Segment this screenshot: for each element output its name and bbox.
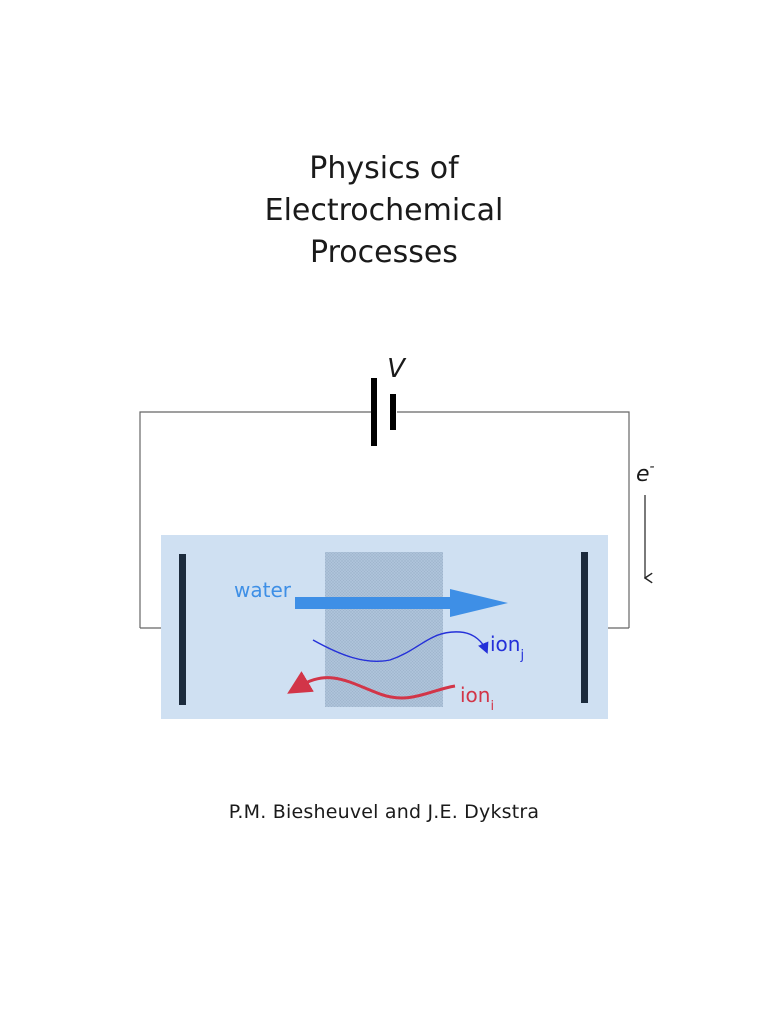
right-electrode [581,552,588,703]
title-line-3: Processes [310,235,458,270]
ion-i-path [287,671,456,700]
voltage-label: V [387,354,407,384]
membrane [325,552,443,707]
ion-j-label: ionj [490,632,524,663]
electrochemical-cell-diagram: V e- water ionj ioni [139,354,655,719]
book-title: Physics of Electrochemical Processes [0,148,768,274]
left-electrode [179,554,186,705]
electron-label: e- [636,459,655,487]
ion-i-label: ioni [460,683,494,714]
water-arrow-shaft [295,597,453,609]
water-arrow-head [450,589,508,617]
authors: P.M. Biesheuvel and J.E. Dykstra [228,801,540,823]
water-label: water [234,578,292,602]
title-line-1: Physics of [309,151,459,186]
circuit-wire [139,411,630,628]
ion-j-path [312,631,489,662]
battery-short-plate [390,394,396,430]
battery-long-plate [371,378,377,446]
title-line-2: Electrochemical [264,193,504,228]
